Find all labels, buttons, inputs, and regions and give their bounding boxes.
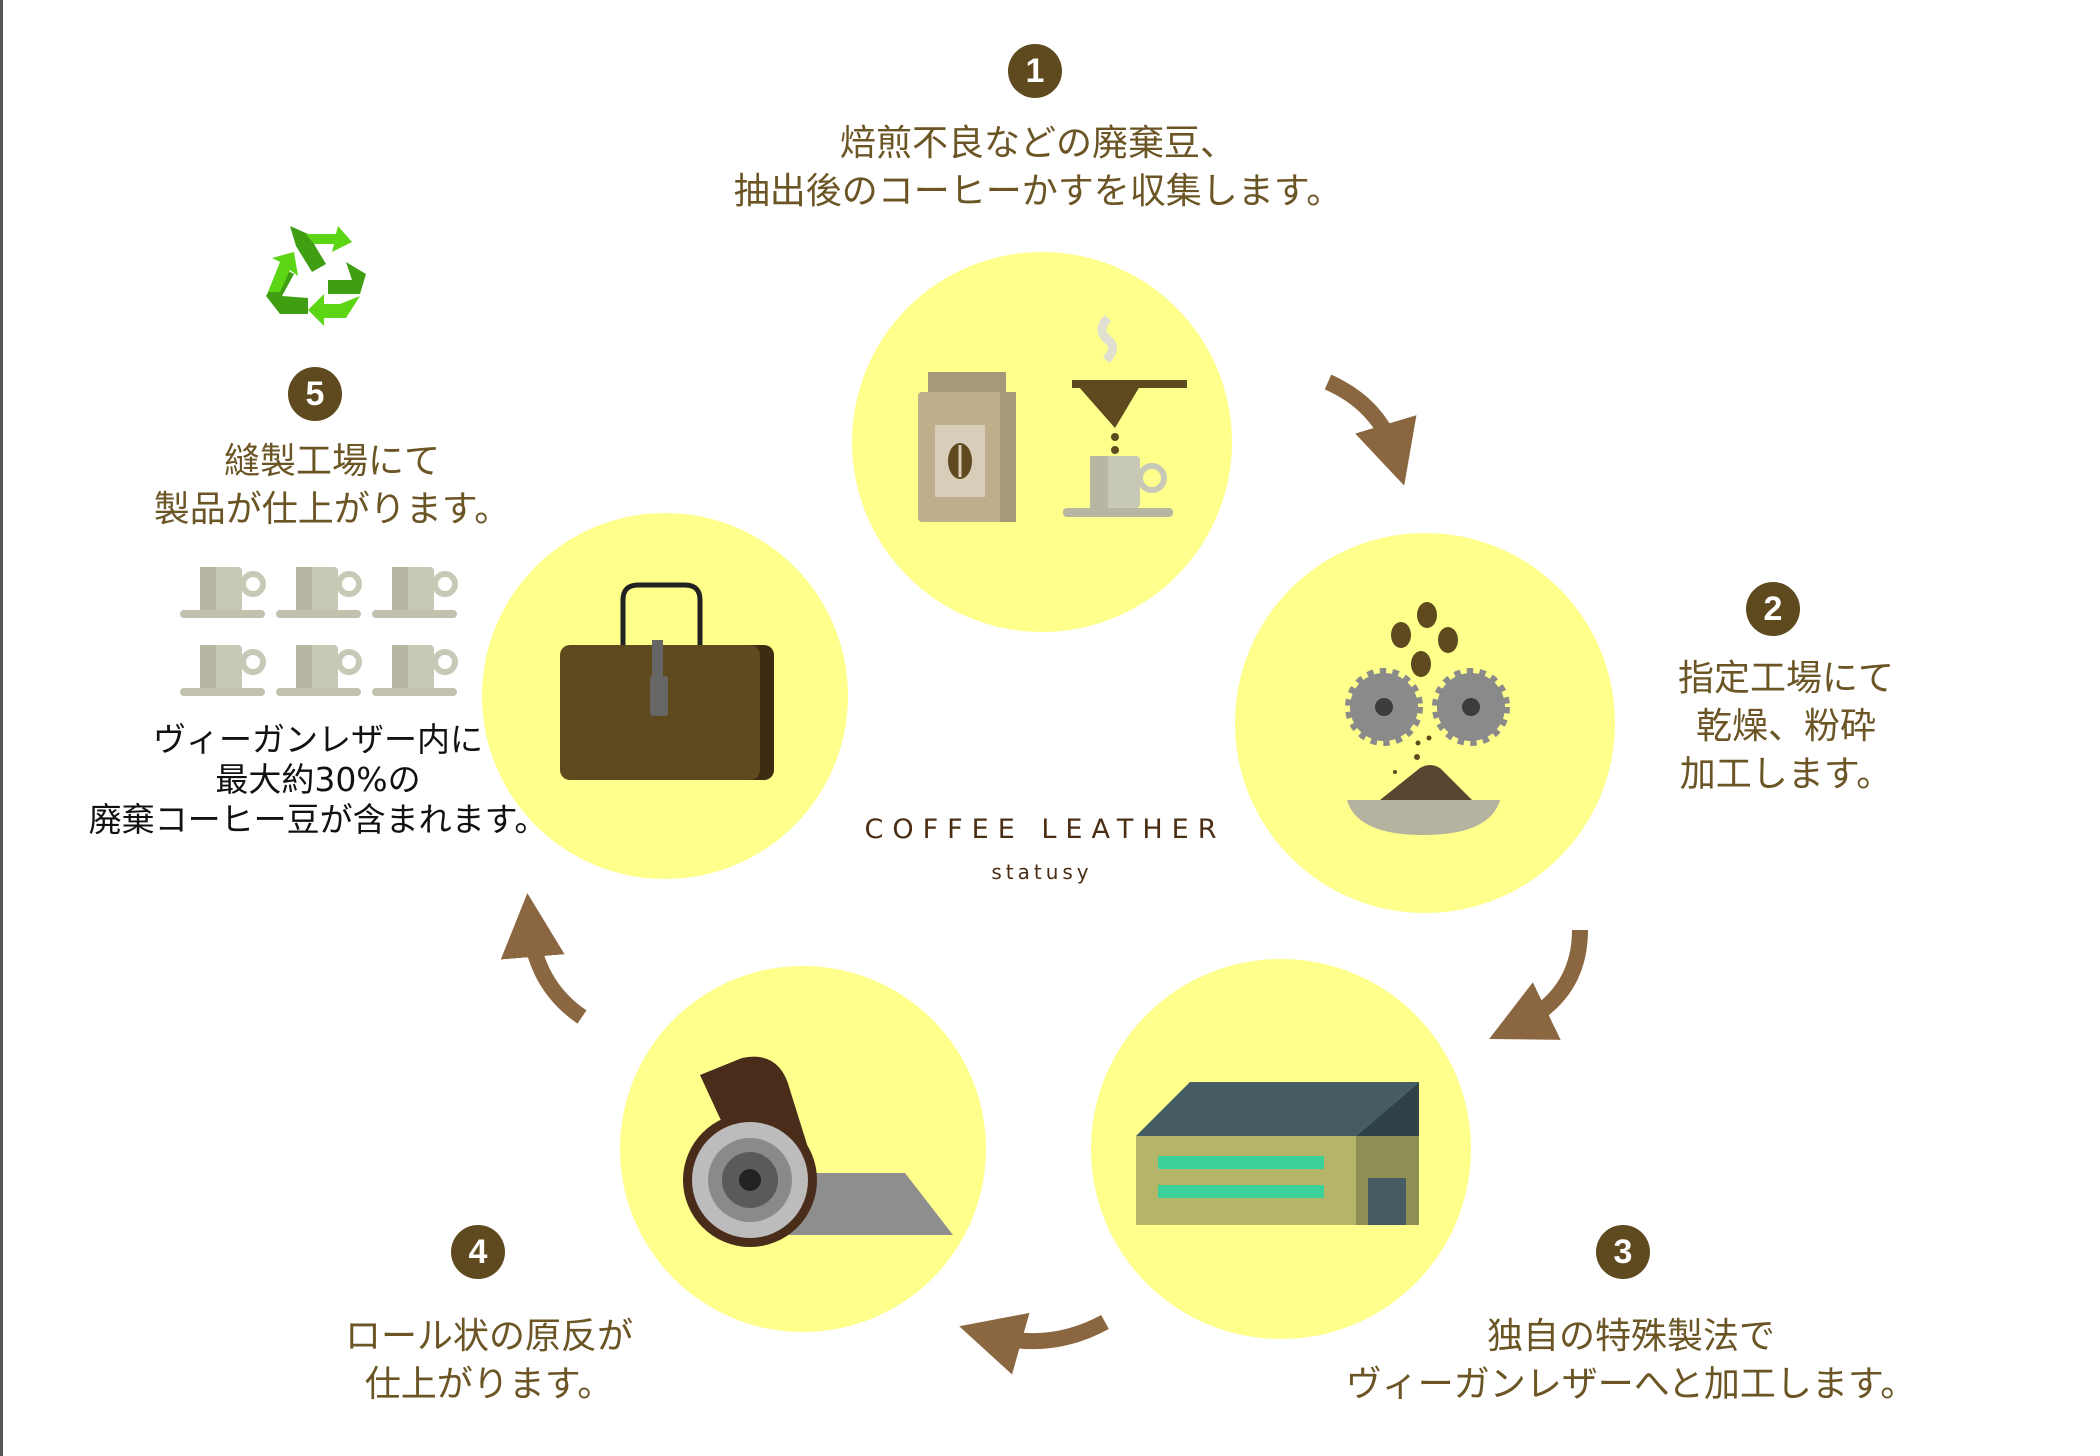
grinder-gears-icon	[1345, 668, 1510, 800]
drip-coffee-icon	[1063, 314, 1187, 517]
brand-title: COFFEE LEATHER	[864, 814, 1226, 845]
recycle-icon	[266, 226, 366, 326]
step1-badge: 1	[1008, 44, 1062, 98]
step4-line: 仕上がります。	[364, 1364, 614, 1405]
step2-line: 加工します。	[1679, 754, 1893, 795]
step4-description: ロール状の原反が 仕上がります。	[345, 1313, 633, 1409]
arrow-1-to-2	[1324, 374, 1417, 486]
step2-description: 指定工場にて 乾燥、粉砕 加工します。	[1678, 655, 1894, 799]
step3-description: 独自の特殊製法で ヴィーガンレザーへと加工します。	[1346, 1313, 1917, 1409]
cups-grid-icon	[180, 567, 457, 696]
step3-line: 独自の特殊製法で	[1486, 1316, 1776, 1357]
step1-circle	[852, 252, 1232, 632]
coffee-bag-icon	[918, 372, 1016, 522]
coffee-content-note: ヴィーガンレザー内に 最大約30%の 廃棄コーヒー豆が含まれます。	[89, 720, 548, 840]
step5-line: 製品が仕上がります。	[153, 489, 511, 530]
note-line: 最大約30%の	[215, 760, 421, 799]
step1-line: 焙煎不良などの廃棄豆、	[839, 123, 1236, 164]
leather-bag-icon	[560, 582, 774, 780]
step5-description: 縫製工場にて 製品が仕上がります。	[154, 438, 510, 534]
step1-line: 抽出後のコーヒーかすを収集します。	[733, 171, 1343, 212]
arrow-4-to-5	[500, 893, 587, 1024]
step5-line: 縫製工場にて	[223, 441, 440, 482]
note-line: 廃棄コーヒー豆が含まれます。	[88, 800, 548, 839]
step3-badge: 3	[1596, 1225, 1650, 1279]
note-line: ヴィーガンレザー内に	[152, 720, 483, 759]
step2-badge: 2	[1746, 582, 1800, 636]
bowl-icon	[1347, 800, 1500, 835]
step1-description: 焙煎不良などの廃棄豆、 抽出後のコーヒーかすを収集します。	[734, 120, 1342, 216]
left-border	[0, 0, 3, 1456]
step2-line: 指定工場にて	[1677, 658, 1895, 699]
arrow-2-to-3	[1489, 929, 1588, 1040]
leather-roll-icon	[683, 1056, 953, 1247]
brand-subtitle: statusy	[991, 860, 1093, 884]
step2-line: 乾燥、粉砕	[1695, 706, 1877, 747]
step4-badge: 4	[451, 1225, 505, 1279]
factory-icon	[1136, 1082, 1419, 1225]
coffee-beans-icon	[1391, 602, 1458, 677]
step2-circle	[1235, 533, 1615, 913]
arrow-3-to-4	[959, 1312, 1109, 1375]
step5-badge: 5	[288, 367, 342, 421]
step4-line: ロール状の原反が	[344, 1316, 634, 1357]
step3-line: ヴィーガンレザーへと加工します。	[1345, 1364, 1917, 1405]
